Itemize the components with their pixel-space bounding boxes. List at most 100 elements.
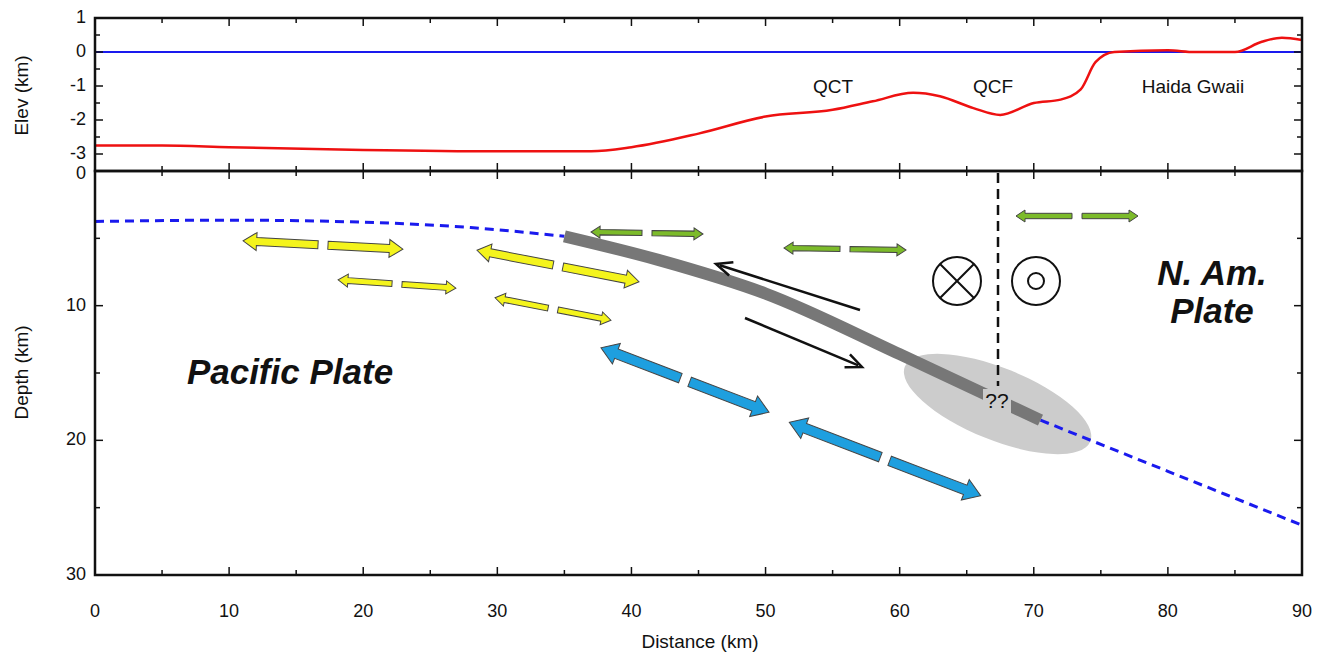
stress-arrow xyxy=(475,241,640,290)
axis-ticks xyxy=(95,18,1302,575)
tick xyxy=(1301,171,1303,179)
tick-label: 20 xyxy=(66,430,86,450)
tick xyxy=(95,574,103,576)
tick xyxy=(94,163,96,171)
tick xyxy=(95,238,100,240)
tick-label: -1 xyxy=(70,76,86,96)
stress-arrow-head xyxy=(784,242,840,255)
tick-label: -3 xyxy=(70,144,86,164)
tick xyxy=(95,34,100,36)
tick xyxy=(1100,166,1102,171)
tick xyxy=(631,18,633,26)
tick xyxy=(966,570,968,575)
tick xyxy=(698,171,700,176)
tick xyxy=(698,570,700,575)
place-label: Haida Gwaii xyxy=(1142,77,1244,98)
stress-arrow-head xyxy=(686,372,773,423)
stress-arrow xyxy=(597,337,773,422)
tick xyxy=(1234,166,1236,171)
slip-arrow xyxy=(720,265,860,310)
tick xyxy=(362,18,364,26)
tick xyxy=(1297,34,1302,36)
tick xyxy=(1100,570,1102,575)
stress-arrow xyxy=(338,273,457,294)
uncertainty-mark: ?? xyxy=(983,389,1010,412)
tick xyxy=(95,170,103,172)
tick xyxy=(1033,567,1035,575)
tick-label: 70 xyxy=(1024,602,1044,622)
tick xyxy=(161,570,163,575)
tick xyxy=(1100,18,1102,23)
tick xyxy=(899,163,901,171)
tick-label: 30 xyxy=(487,602,507,622)
tick xyxy=(765,18,767,26)
tick xyxy=(1297,507,1302,509)
stress-arrow-head xyxy=(557,304,612,327)
tick xyxy=(430,18,432,23)
tick xyxy=(765,567,767,575)
stress-arrow-head xyxy=(652,227,703,240)
tick xyxy=(95,507,100,509)
tick xyxy=(966,18,968,23)
tick xyxy=(95,136,100,138)
tick xyxy=(832,166,834,171)
tick xyxy=(1301,18,1303,26)
axis-title: Elev (km) xyxy=(12,55,33,135)
tick xyxy=(95,372,100,374)
tick xyxy=(228,163,230,171)
tick xyxy=(1294,170,1302,172)
depth-frame xyxy=(95,171,1302,575)
tick-label: 0 xyxy=(76,42,86,62)
feature-label: QCF xyxy=(973,77,1013,98)
stress-arrow xyxy=(784,242,906,256)
plate-label: Pacific Plate xyxy=(187,353,393,392)
tick xyxy=(899,171,901,179)
tick xyxy=(430,171,432,176)
tick xyxy=(228,171,230,179)
tick-label: 40 xyxy=(621,602,641,622)
tick xyxy=(95,153,103,155)
tick-label: -2 xyxy=(70,110,86,130)
thrust-fault xyxy=(564,236,1040,420)
tick xyxy=(1167,567,1169,575)
tick xyxy=(1100,171,1102,176)
tick xyxy=(832,570,834,575)
tick xyxy=(899,18,901,26)
stress-arrow-head xyxy=(886,451,985,506)
tick xyxy=(1301,567,1303,575)
tick xyxy=(832,171,834,176)
tick xyxy=(765,171,767,179)
tick xyxy=(1297,68,1302,70)
into-page-symbol xyxy=(933,257,981,305)
tick-label: 50 xyxy=(756,602,776,622)
tick xyxy=(497,567,499,575)
tick xyxy=(1294,85,1302,87)
stress-arrow-head xyxy=(1016,210,1072,222)
tick-label: 80 xyxy=(1158,602,1178,622)
tick xyxy=(95,305,103,307)
tick xyxy=(1294,574,1302,576)
tick-label: 0 xyxy=(76,164,86,184)
tick xyxy=(362,567,364,575)
tick xyxy=(95,102,100,104)
stress-arrow-head xyxy=(328,236,404,258)
stress-arrow-head xyxy=(494,291,549,314)
tick xyxy=(1294,305,1302,307)
tick xyxy=(95,51,103,53)
plate-interface xyxy=(95,220,564,236)
tick xyxy=(94,18,96,26)
tick xyxy=(966,171,968,176)
tick xyxy=(295,570,297,575)
stress-arrow-head xyxy=(1082,210,1138,222)
tick xyxy=(832,18,834,23)
feature-label: QCT xyxy=(813,77,853,98)
tick-label: 1 xyxy=(76,8,86,28)
tick xyxy=(161,171,163,176)
elevation-frame xyxy=(95,18,1302,171)
axis-title: Depth (km) xyxy=(12,325,33,419)
tick xyxy=(1167,171,1169,179)
tick xyxy=(1234,570,1236,575)
tick xyxy=(1033,171,1035,179)
